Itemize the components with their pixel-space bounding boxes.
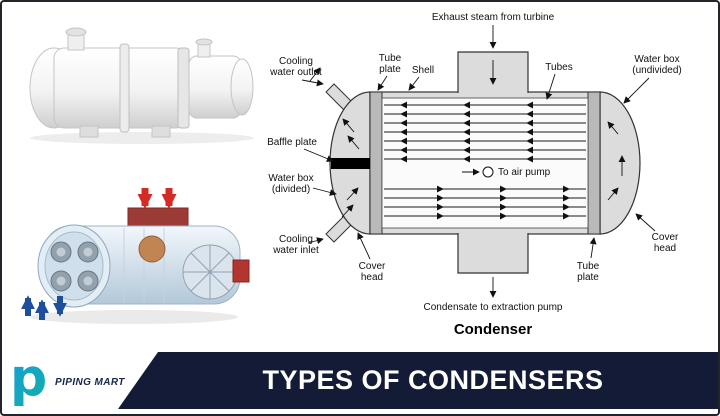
- label-to-air-pump: To air pump: [498, 167, 551, 178]
- label-water-box-divided: (divided): [272, 184, 310, 195]
- vessel-flange: [177, 47, 190, 129]
- label-cooling-water-inlet: water inlet: [272, 245, 319, 256]
- leader-cooling-outlet: [301, 79, 324, 87]
- tube-plate-left: [369, 91, 383, 235]
- front-cover-inner: [44, 231, 104, 301]
- leader-cooling-inlet: [307, 237, 324, 244]
- photo-condenser-cutaway: [21, 188, 250, 324]
- vessel-nozzle-flange: [65, 27, 87, 37]
- title-banner: TYPES OF CONDENSERS: [118, 352, 718, 409]
- label-tubes: Tubes: [545, 62, 572, 73]
- condensate-nozzle: [457, 233, 529, 274]
- label-cooling-water-outlet: water outlet: [269, 67, 322, 78]
- label-cover-head-left: head: [361, 272, 383, 283]
- copper-tube-bundle: [138, 235, 166, 263]
- label-baffle-plate: Baffle plate: [267, 137, 317, 148]
- photo-shadow: [30, 132, 254, 144]
- waterbox-port-center: [56, 247, 66, 257]
- leader-water-box-undivided: [623, 77, 650, 104]
- label-exhaust-steam: Exhaust steam from turbine: [432, 12, 555, 23]
- label-shell: Shell: [412, 65, 434, 76]
- label-water-box-undivided: (undivided): [632, 65, 681, 76]
- water-box-undivided: [599, 91, 641, 235]
- label-cover-head-left: Cover: [359, 261, 386, 272]
- flow-arrow-icon: [346, 187, 359, 201]
- waterbox-port-center: [83, 247, 93, 257]
- waterbox-port-center: [83, 276, 93, 286]
- leader-tube-plate-bottom: [589, 237, 597, 259]
- label-cooling-water-outlet: Cooling: [279, 56, 313, 67]
- baffle-plate: [331, 158, 370, 169]
- flow-arrow-icon: [341, 204, 354, 218]
- label-tube-plate-top: Tube: [379, 53, 402, 64]
- outlet-flow-arrow-icon: [309, 67, 321, 82]
- pipingmart-logo-icon: p: [10, 353, 47, 408]
- label-cooling-water-inlet: Cooling: [279, 234, 313, 245]
- pipingmart-logo: p PIPING MART: [8, 353, 136, 411]
- leader-shell: [408, 76, 420, 91]
- flow-arrow-icon: [607, 187, 619, 201]
- label-tube-plate-bottom: Tube: [577, 261, 600, 272]
- label-tube-plate-top: plate: [379, 64, 401, 75]
- vessel-flange: [119, 43, 130, 133]
- label-water-box-divided: Water box: [268, 173, 313, 184]
- vessel-saddle: [79, 125, 99, 138]
- leader-tube-plate-top: [377, 75, 388, 91]
- label-condensate: Condensate to extraction pump: [424, 302, 563, 313]
- photo-condenser-exterior: [29, 27, 254, 144]
- leader-tubes: [545, 73, 556, 100]
- tube-plate-right: [587, 91, 601, 235]
- flow-arrow-icon: [342, 118, 355, 133]
- condenser-schematic: To air pump Exhaust steam from turbine C…: [267, 12, 682, 338]
- label-tube-plate-bottom: plate: [577, 272, 599, 283]
- leader-cover-head-left: [357, 232, 371, 260]
- tube-nest: [381, 97, 589, 229]
- air-offtake-port: [482, 166, 494, 178]
- leader-baffle-plate: [303, 148, 334, 162]
- logo-letter: p: [10, 353, 47, 408]
- waterbox-port-center: [56, 276, 66, 286]
- schematic-caption: Condenser: [454, 321, 533, 338]
- vessel-nozzle-flange: [195, 38, 213, 46]
- flow-arrow-icon: [607, 121, 619, 135]
- disc-spoke: [190, 252, 230, 292]
- label-cover-head-right: Cover: [652, 232, 679, 243]
- leader-water-box-divided: [312, 187, 337, 196]
- vessel-end-cap: [230, 58, 254, 116]
- banner-title: TYPES OF CONDENSERS: [262, 365, 604, 395]
- vessel-saddle: [151, 125, 171, 138]
- flow-arrow-icon: [347, 135, 360, 150]
- label-water-box-undivided: Water box: [634, 54, 679, 65]
- photo-shadow: [30, 310, 238, 324]
- logo-brand-text: PIPING MART: [55, 376, 125, 388]
- leader-cover-head-right: [635, 213, 656, 232]
- label-cover-head-right: head: [654, 243, 676, 254]
- red-fitting: [232, 259, 250, 283]
